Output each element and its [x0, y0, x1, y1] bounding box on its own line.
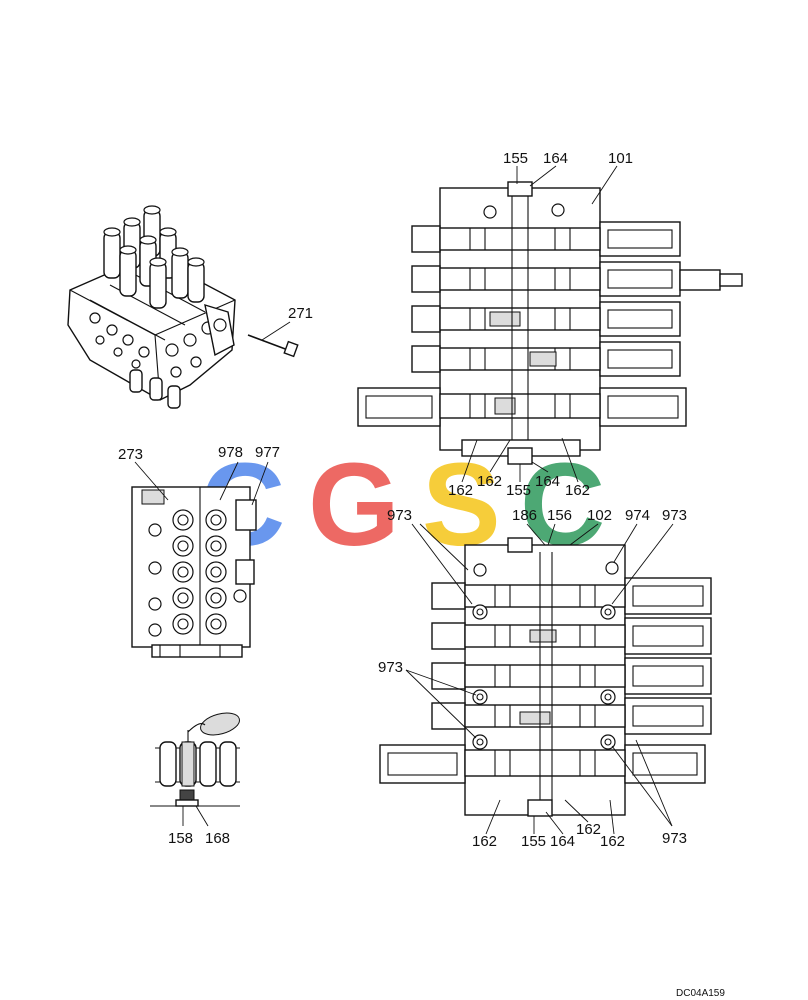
label-973-a: 973	[387, 507, 412, 524]
label-162-bot-c: 162	[600, 833, 625, 850]
label-162-mid-b: 162	[477, 473, 502, 490]
label-164-top: 164	[543, 150, 568, 167]
label-168: 168	[205, 830, 230, 847]
label-973-c: 973	[378, 659, 403, 676]
side-view-valve-drawing	[131, 486, 257, 658]
label-164-mid: 164	[535, 473, 560, 490]
label-978: 978	[218, 444, 243, 461]
part-labels: 271 273 978 977 158 168 155 164 101 162 …	[118, 150, 687, 850]
label-162-mid-c: 162	[565, 482, 590, 499]
label-158: 158	[168, 830, 193, 847]
label-155-bot: 155	[521, 833, 546, 850]
label-273: 273	[118, 446, 143, 463]
label-162-bot-a: 162	[472, 833, 497, 850]
label-973-d: 973	[662, 830, 687, 847]
label-156: 156	[547, 507, 572, 524]
label-164-bot: 164	[550, 833, 575, 850]
label-974: 974	[625, 507, 650, 524]
isometric-valve-drawing	[67, 205, 299, 409]
label-162-bot-b: 162	[576, 821, 601, 838]
leader-lines	[134, 165, 674, 835]
label-186: 186	[512, 507, 537, 524]
label-102: 102	[587, 507, 612, 524]
drawing-code: DC04A159	[676, 988, 725, 999]
label-271: 271	[288, 305, 313, 322]
label-162-mid-a: 162	[448, 482, 473, 499]
watermark-letter-2: G	[308, 439, 400, 571]
label-973-b: 973	[662, 507, 687, 524]
spool-detail-drawing	[150, 712, 240, 807]
bottom-valve-body-drawing	[379, 537, 712, 817]
label-977: 977	[255, 444, 280, 461]
label-155-top: 155	[503, 150, 528, 167]
label-155-mid: 155	[506, 482, 531, 499]
label-101: 101	[608, 150, 633, 167]
top-valve-body-drawing	[357, 181, 743, 465]
